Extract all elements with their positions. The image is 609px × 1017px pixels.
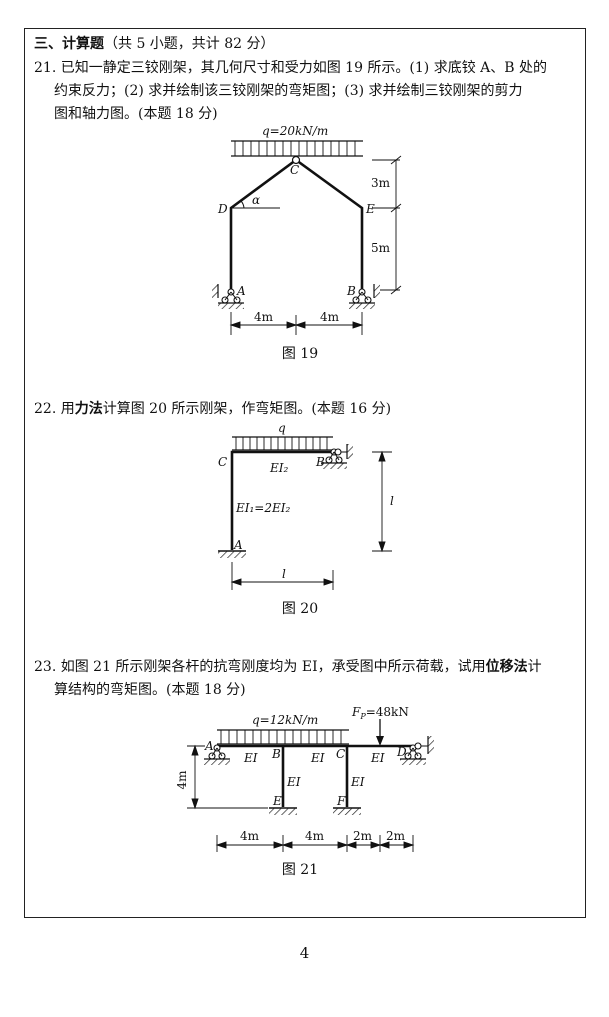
- fig20-ei2-label: EI₂: [269, 461, 289, 475]
- fig21-force-subscript: P: [359, 712, 366, 721]
- fig20-caption: 图 20: [281, 601, 319, 617]
- q21-line2: 约束反力；(2) 求并绘制该三铰刚架的弯矩图；(3) 求并绘制三铰刚架的剪力: [54, 83, 523, 99]
- fig21-support-d: [400, 736, 434, 765]
- fig19-vertical-dimension: [372, 155, 402, 295]
- fig21-width-ab: 4m: [240, 829, 260, 843]
- section-title: 计算题: [62, 36, 104, 52]
- fig19-alpha-label: α: [252, 193, 260, 207]
- fig19-height-5m: 5m: [371, 241, 391, 255]
- q23-line2: 算结构的弯矩图。(本题 18 分): [54, 682, 246, 698]
- fig19-label-a: A: [236, 284, 246, 298]
- fig21-label-a: A: [204, 739, 214, 753]
- fig19-label-d: D: [217, 202, 228, 216]
- q23-method: 位移法: [485, 659, 528, 675]
- fig19-label-e: E: [365, 202, 375, 216]
- fig19-height-3m: 3m: [371, 176, 391, 190]
- fig19-angle-arc: [240, 200, 245, 209]
- fig19-label-c: C: [290, 163, 299, 177]
- fig19-support-a: [212, 284, 244, 309]
- fig20-load-label: q: [278, 421, 286, 435]
- fig21-support-a: [204, 744, 230, 765]
- fig21-support-f: [333, 807, 361, 815]
- fig20-label-b: B: [315, 455, 325, 469]
- fig21-label-c: C: [336, 747, 345, 761]
- fig21-ei-be: EI: [286, 775, 301, 789]
- fig21-load-label: q=12kN/m: [252, 713, 318, 727]
- q22-line-end: 计算图 20 所示刚架，作弯矩图。(本题 16 分): [102, 401, 392, 417]
- page-number: 4: [299, 944, 310, 962]
- fig20-support-a: [218, 550, 246, 558]
- fig21-ei-ab: EI: [243, 751, 258, 765]
- fig21-distributed-load: [217, 729, 349, 745]
- fig21-width-bc: 4m: [305, 829, 325, 843]
- q23-line1: 23. 如图 21 所示刚架各杆的抗弯刚度均为 EI，承受图中所示荷载，试用位移…: [34, 656, 542, 678]
- q22-line-start: 22. 用: [34, 401, 75, 417]
- fig20-label-c: C: [218, 455, 227, 469]
- fig19-caption: 图 19: [281, 346, 319, 362]
- fig21-force-value: =48kN: [366, 705, 409, 719]
- q22-method: 力法: [74, 401, 103, 417]
- fig19-support-b: [349, 284, 380, 309]
- fig20-distributed-load: [232, 436, 333, 451]
- q21-line3: 图和轴力图。(本题 18 分): [54, 106, 218, 122]
- q21-line1: 21. 已知一静定三铰刚架，其几何尺寸和受力如图 19 所示。(1) 求底铰 A…: [34, 60, 548, 76]
- fig21-height-label: 4m: [175, 770, 189, 790]
- fig21-force-label: FP=48kN: [351, 705, 409, 721]
- fig21-label-e: E: [272, 794, 282, 808]
- fig20-height-dimension: [372, 450, 392, 553]
- fig20-frame-members: [230, 450, 333, 550]
- fig19-horizontal-dimension: [229, 312, 364, 335]
- fig21-caption: 图 21: [281, 862, 319, 878]
- fig21-ei-bc: EI: [310, 751, 325, 765]
- fig21-label-f: F: [336, 794, 346, 808]
- fig21-support-e: [269, 807, 297, 815]
- fig19-width-right: 4m: [320, 310, 340, 324]
- fig19-hinge-c: [291, 155, 301, 165]
- section-header: 三、计算题（共 5 小题，共计 82 分）: [34, 33, 275, 55]
- section-prefix: 三、: [34, 36, 62, 52]
- exam-frame: [24, 28, 586, 918]
- fig19-width-left: 4m: [254, 310, 274, 324]
- fig21-force-symbol: F: [351, 705, 361, 719]
- fig21-label-d: D: [396, 745, 407, 759]
- fig21-point-load: [376, 719, 384, 746]
- fig21-height-dimension: [187, 744, 268, 810]
- fig21-label-b: B: [271, 747, 281, 761]
- q23-line1-start: 23. 如图 21 所示刚架各杆的抗弯刚度均为 EI，承受图中所示荷载，试用: [34, 659, 486, 675]
- fig20-width-dimension: [230, 562, 335, 590]
- fig20-label-a: A: [233, 538, 243, 552]
- fig21-width-load-d: 2m: [386, 829, 406, 843]
- fig21-ei-cd: EI: [370, 751, 385, 765]
- fig19-distributed-load: [231, 140, 363, 157]
- fig19-label-b: B: [346, 284, 356, 298]
- fig20-height-label: l: [390, 494, 394, 508]
- fig20-ei1-label: EI₁=2EI₂: [235, 501, 291, 515]
- q22-line: 22. 用力法计算图 20 所示刚架，作弯矩图。(本题 16 分): [34, 398, 391, 420]
- section-note: （共 5 小题，共计 82 分）: [104, 36, 275, 52]
- fig20-support-b: [321, 444, 353, 469]
- q23-line1-end: 计: [527, 659, 542, 675]
- fig20-width-label: l: [282, 567, 286, 581]
- fig21-ei-cf: EI: [350, 775, 365, 789]
- fig21-frame-members: [217, 744, 413, 807]
- fig21-width-c-load: 2m: [353, 829, 373, 843]
- fig19-load-label: q=20kN/m: [262, 124, 328, 138]
- fig21-width-dimension: [215, 835, 415, 852]
